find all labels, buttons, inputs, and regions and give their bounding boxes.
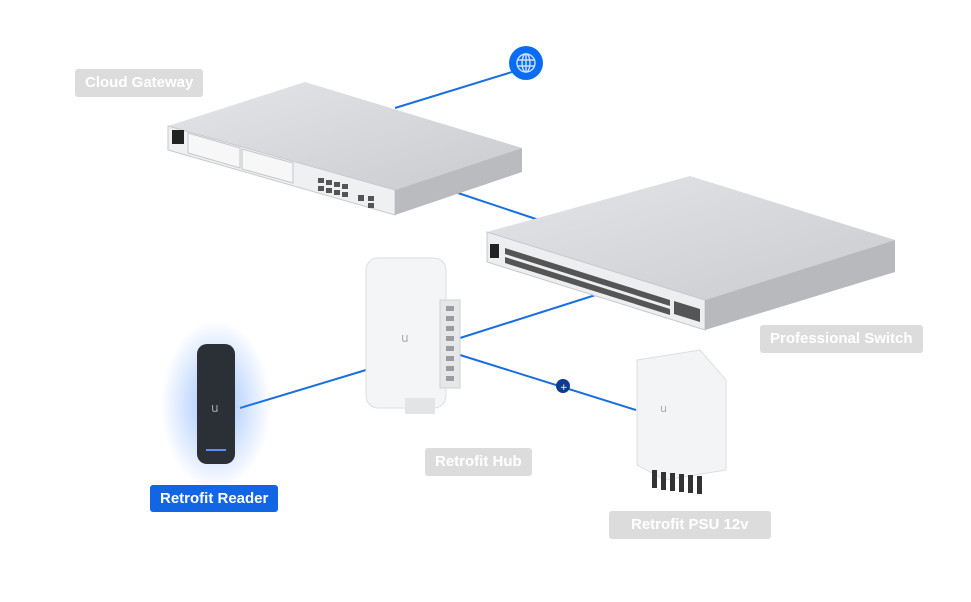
label-professional-switch[interactable]: Professional Switch <box>760 325 923 353</box>
cloud-gateway-device[interactable] <box>167 82 522 216</box>
retrofit-hub-device[interactable]: u <box>365 257 461 414</box>
link-gateway-switch <box>454 191 546 223</box>
power-dot-icon: + <box>556 379 570 393</box>
retrofit-psu-device[interactable]: u <box>636 349 727 494</box>
professional-switch-device[interactable] <box>486 176 895 331</box>
link-hub-psu <box>459 354 637 411</box>
svg-text:+: + <box>560 383 568 393</box>
label-retrofit-reader[interactable]: Retrofit Reader <box>150 485 279 512</box>
retrofit-reader-device[interactable]: u <box>161 320 271 490</box>
link-internet-gateway <box>394 71 513 109</box>
svg-text:u: u <box>401 331 409 345</box>
svg-text:u: u <box>211 401 219 415</box>
switch-ports <box>505 248 700 322</box>
globe-icon[interactable] <box>509 46 543 80</box>
label-retrofit-hub[interactable]: Retrofit Hub <box>425 448 532 476</box>
label-cloud-gateway[interactable]: Cloud Gateway <box>75 69 204 97</box>
label-retrofit-psu[interactable]: Retrofit PSU 12v <box>609 511 771 539</box>
svg-text:u: u <box>660 402 667 415</box>
link-hub-switch <box>459 291 606 339</box>
